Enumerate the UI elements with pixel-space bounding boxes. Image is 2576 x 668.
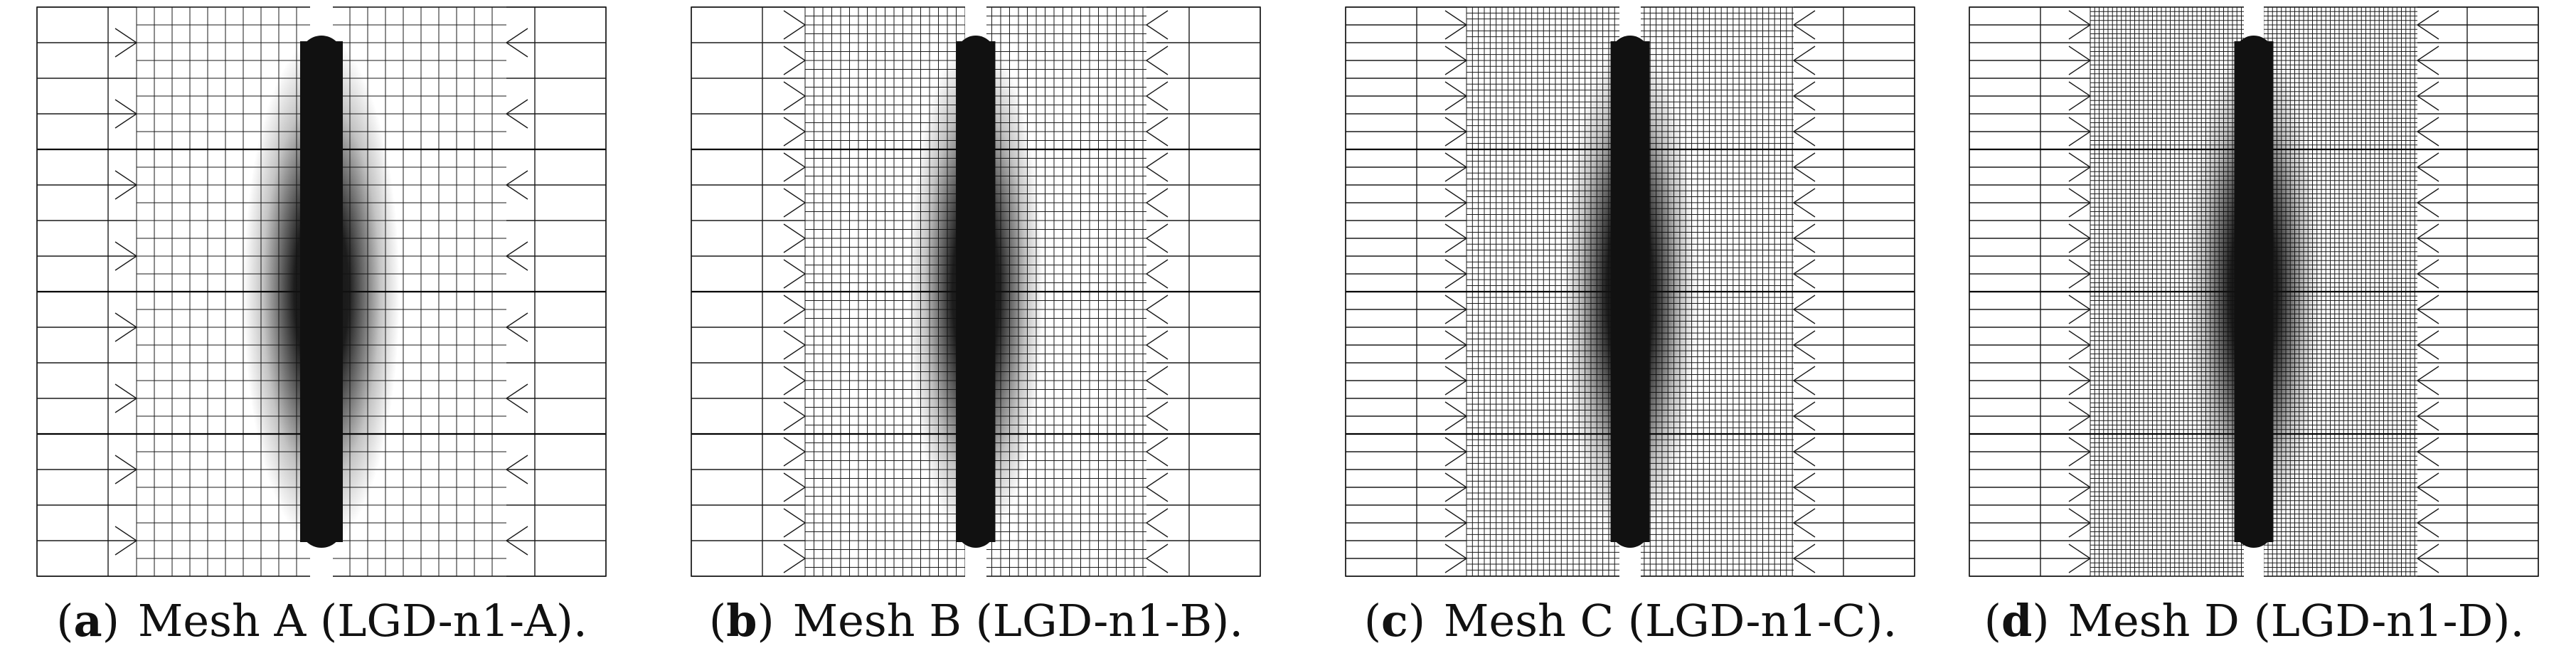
- transition-chevron-right-b: [1145, 259, 1169, 289]
- transition-chevron-left-b: [783, 117, 807, 147]
- damage-core-d: [2234, 36, 2274, 548]
- transition-chevron-right-b: [1145, 152, 1169, 182]
- damage-core-bottom-d: [2234, 514, 2274, 542]
- transition-chevron-left-b: [783, 223, 807, 253]
- transition-chevron-left-b: [783, 188, 807, 218]
- damage-core-top-b: [956, 41, 996, 70]
- mesh-diagram-b: [691, 6, 1261, 578]
- caption-text-d: Mesh D (LGD-n1-D).: [2067, 595, 2525, 647]
- transition-chevron-left-b: [783, 152, 807, 182]
- transition-chevron-right-b: [1145, 81, 1169, 111]
- transition-chevron-left-b: [783, 46, 807, 75]
- transition-chevron-left-b: [783, 401, 807, 431]
- transition-chevron-right-b: [1145, 544, 1169, 573]
- transition-chevron-right-b: [1145, 117, 1169, 147]
- transition-chevron-left-b: [783, 544, 807, 573]
- caption-letter-b: b: [726, 595, 757, 647]
- transition-chevron-left-b: [783, 81, 807, 111]
- panel-d: (d)Mesh D (LGD-n1-D).: [1932, 0, 2576, 668]
- mesh-diagram-a: [36, 6, 607, 578]
- bottom-notch-b: [965, 544, 986, 578]
- transition-chevron-left-b: [783, 437, 807, 467]
- transition-chevron-right-b: [1145, 472, 1169, 502]
- transition-chevron-left-b: [783, 366, 807, 396]
- caption-text-b: Mesh B (LGD-n1-B).: [792, 595, 1244, 647]
- mesh-diagram-c: [1345, 6, 1915, 578]
- transition-chevron-right-b: [1145, 330, 1169, 360]
- transition-chevron-left-b: [783, 508, 807, 538]
- damage-core-top-d: [2234, 41, 2274, 70]
- caption-b: (b)Mesh B (LGD-n1-B).: [708, 595, 1244, 647]
- bottom-notch-d: [2244, 544, 2264, 578]
- damage-core-bottom-c: [1610, 514, 1650, 542]
- transition-chevron-left-b: [783, 10, 807, 40]
- bottom-notch-a: [310, 544, 333, 578]
- transition-chevron-right-b: [1145, 295, 1169, 324]
- transition-chevron-left-b: [783, 472, 807, 502]
- top-notch-a: [310, 6, 333, 40]
- transition-chevron-right-b: [1145, 366, 1169, 396]
- transition-chevron-left-b: [783, 330, 807, 360]
- transition-chevron-right-b: [1145, 188, 1169, 218]
- caption-d: (d)Mesh D (LGD-n1-D).: [1984, 595, 2525, 647]
- caption-text-c: Mesh C (LGD-n1-C).: [1444, 595, 1898, 647]
- caption-text-a: Mesh A (LGD-n1-A).: [137, 595, 587, 647]
- caption-letter-c: c: [1381, 595, 1408, 647]
- top-notch-b: [965, 6, 986, 40]
- transition-chevron-right-b: [1145, 508, 1169, 538]
- top-notch-c: [1619, 6, 1641, 40]
- mesh-diagram-d: [1969, 6, 2539, 578]
- damage-core-c: [1610, 36, 1650, 548]
- transition-chevron-right-b: [1145, 401, 1169, 431]
- damage-core-top-a: [300, 41, 343, 70]
- transition-chevron-right-b: [1145, 223, 1169, 253]
- transition-chevron-left-b: [783, 259, 807, 289]
- damage-core-top-c: [1610, 41, 1650, 70]
- bottom-notch-c: [1619, 544, 1641, 578]
- panel-b: (b)Mesh B (LGD-n1-B).: [654, 0, 1298, 668]
- damage-core-bottom-a: [300, 514, 343, 542]
- damage-core-bottom-b: [956, 514, 996, 542]
- damage-core-b: [956, 36, 996, 548]
- panel-c: (c)Mesh C (LGD-n1-C).: [1309, 0, 1952, 668]
- transition-chevron-left-b: [783, 295, 807, 324]
- transition-chevron-right-b: [1145, 10, 1169, 40]
- transition-chevron-right-b: [1145, 46, 1169, 75]
- top-notch-d: [2244, 6, 2264, 40]
- caption-c: (c)Mesh C (LGD-n1-C).: [1363, 595, 1898, 647]
- caption-a: (a)Mesh A (LGD-n1-A).: [56, 595, 587, 647]
- caption-letter-a: a: [73, 595, 102, 647]
- damage-core-a: [300, 36, 343, 548]
- panel-a: (a)Mesh A (LGD-n1-A).: [0, 0, 644, 668]
- caption-letter-d: d: [2001, 595, 2033, 647]
- transition-chevron-right-b: [1145, 437, 1169, 467]
